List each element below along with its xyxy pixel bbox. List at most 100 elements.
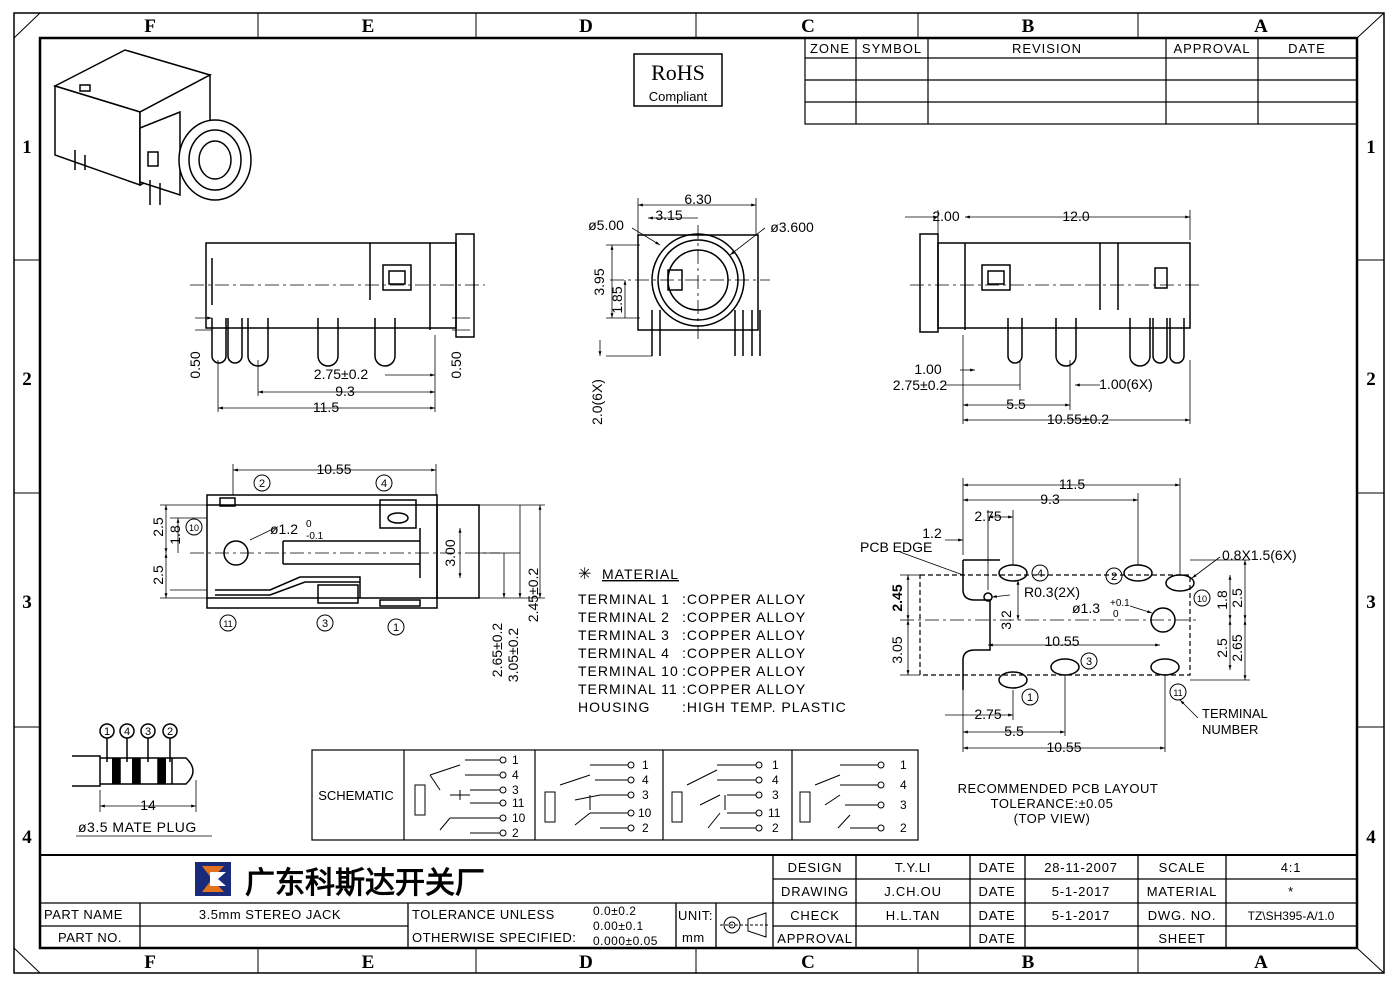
tolerance-line1: TOLERANCE UNLESS [412,907,555,922]
unit-value: mm [682,930,705,945]
dim-label: 9.3 [335,383,355,399]
schematic-pin: 4 [900,778,907,792]
part-name-label: PART NAME [44,907,123,922]
tb-date-label: DATE [979,931,1016,946]
rohs-title: RoHS [651,60,705,85]
rohs-compliant: Compliant [649,89,708,104]
schematic-label: SCHEMATIC [318,788,394,803]
rohs-stamp: RoHS Compliant [633,53,723,107]
material-row-value: :COPPER ALLOY [682,591,806,607]
revision-table: ZONE SYMBOL REVISION APPROVAL DATE [804,37,1358,125]
material-list: ✳ MATERIAL TERMINAL 1 :COPPER ALLOY TERM… [578,566,847,715]
dim-label: 2.5 [150,517,166,537]
tb-date-label: DATE [979,860,1016,875]
dim-label: 1.8 [1214,590,1230,610]
col-letter: F [144,952,156,973]
dim-label: 2.65 [1229,634,1245,661]
title-block: 广东科斯达开关厂 PART NAME 3.5mm STEREO JACK PAR… [40,854,1357,948]
pcb-caption: (TOP VIEW) [1014,811,1091,826]
terminal-number-label: NUMBER [1202,722,1258,737]
tb-name: T.Y.LI [895,860,931,875]
tb-date-label: DATE [979,908,1016,923]
tb-role: APPROVAL [777,931,853,946]
schematic-pin: 4 [642,773,649,787]
tb-val: * [1288,884,1294,899]
dim-label: ø5.00 [588,217,624,233]
tb-date: 28-11-2007 [1044,860,1118,875]
schematic-pin: 11 [512,796,525,810]
tolerance-line2: OTHERWISE SPECIFIED: [412,930,576,945]
schematic-4 [799,761,885,832]
material-row-value: :HIGH TEMP. PLASTIC [682,699,847,715]
material-row-label: TERMINAL 10 [578,663,679,679]
terminal-number-label: TERMINAL [1202,706,1268,721]
col-letter: F [144,16,156,37]
rev-header: APPROVAL [1173,41,1250,56]
schematic-pin: 3 [642,788,649,802]
pcb-caption: RECOMMENDED PCB LAYOUT [958,781,1159,796]
row-number: 3 [1366,592,1376,613]
tb-role: DESIGN [788,860,843,875]
row-number: 3 [22,592,32,613]
dim-label: R0.3(2X) [1024,584,1080,600]
dim-label: 6.30 [684,191,711,207]
rev-header: DATE [1288,41,1326,56]
schematic-pin: 3 [512,783,519,797]
dim-label: ø3.600 [770,219,814,235]
dim-label: 1.85 [609,286,625,313]
unit-label: UNIT: [678,908,713,923]
tb-name: H.L.TAN [886,908,940,923]
dim-label: 2.00 [932,208,959,224]
dim-label: 1.8 [167,525,183,545]
material-title: MATERIAL [602,566,679,582]
material-row-value: :COPPER ALLOY [682,627,806,643]
material-row-label: TERMINAL 1 [578,591,670,607]
dim-label: 2.75 [974,706,1001,722]
col-letter: C [801,16,815,37]
tb-key: SCALE [1159,860,1206,875]
dim-label: 2.5 [1214,638,1230,658]
side-view-right: 2.00 12.0 1.00 2.75±0.2 1.00(6X) 5.5 10.… [893,208,1200,427]
plug-length: 14 [140,797,156,813]
schematic-pin: 2 [642,821,649,835]
pcb-edge-label: PCB EDGE [860,539,932,555]
schematic-pin: 2 [900,821,907,835]
col-letter: D [579,16,593,37]
tolerance-value: 0.0±0.2 [593,904,636,918]
col-letter: E [362,16,375,37]
dim-label: 0.8X1.5(6X) [1222,547,1297,563]
mate-plug: 1 4 3 2 14 ø3.5 MATE PLUG [72,723,212,837]
terminal-number: 2 [259,478,265,490]
schematic-pin: 2 [772,821,779,835]
schematic-1 [414,756,507,837]
terminal-number: 1 [393,622,399,634]
terminal-number: 10 [1197,594,1207,604]
schematic-pin: 1 [900,758,907,772]
rev-header: SYMBOL [862,41,922,56]
schematic-pin: 10 [512,811,526,825]
frame-column-letters: F E D C B A F E D C B A [144,16,1268,973]
col-letter: C [801,952,815,973]
dim-label: 9.3 [1040,491,1060,507]
sheet-frame [13,12,1385,974]
top-view: 10.55 2.5 1.8 2.5 ø1.2 0 -0.1 3.00 2.65±… [150,461,545,682]
tb-key: SHEET [1158,931,1205,946]
plug-pin-number: 4 [124,726,130,738]
side-view-left: 0.50 0.50 2.75±0.2 9.3 11.5 [187,233,485,415]
tolerance-value: 0.00±0.1 [593,919,644,933]
pcb-layout-view: 11.5 9.3 2.75 1.2 0.8X1.5(6X) 2.45 R0.3(… [860,476,1297,826]
terminal-number: 11 [223,619,232,629]
plug-pin-number: 1 [104,726,110,738]
dim-label: 10.55 [1046,739,1081,755]
dim-label: 10.55 [316,461,351,477]
schematic-pin: 10 [638,806,652,820]
dim-label: 2.75 [974,508,1001,524]
schematic-panel: SCHEMATIC 1 4 3 11 10 2 [311,749,919,841]
material-row-value: :COPPER ALLOY [682,609,806,625]
dim-label: 5.5 [1006,396,1026,412]
dim-label: 3.15 [655,207,682,223]
dim-label: 1.00(6X) [1099,376,1153,392]
part-no-label: PART NO. [58,930,122,945]
schematic-pin: 11 [768,806,781,820]
rev-header: REVISION [1012,41,1082,56]
